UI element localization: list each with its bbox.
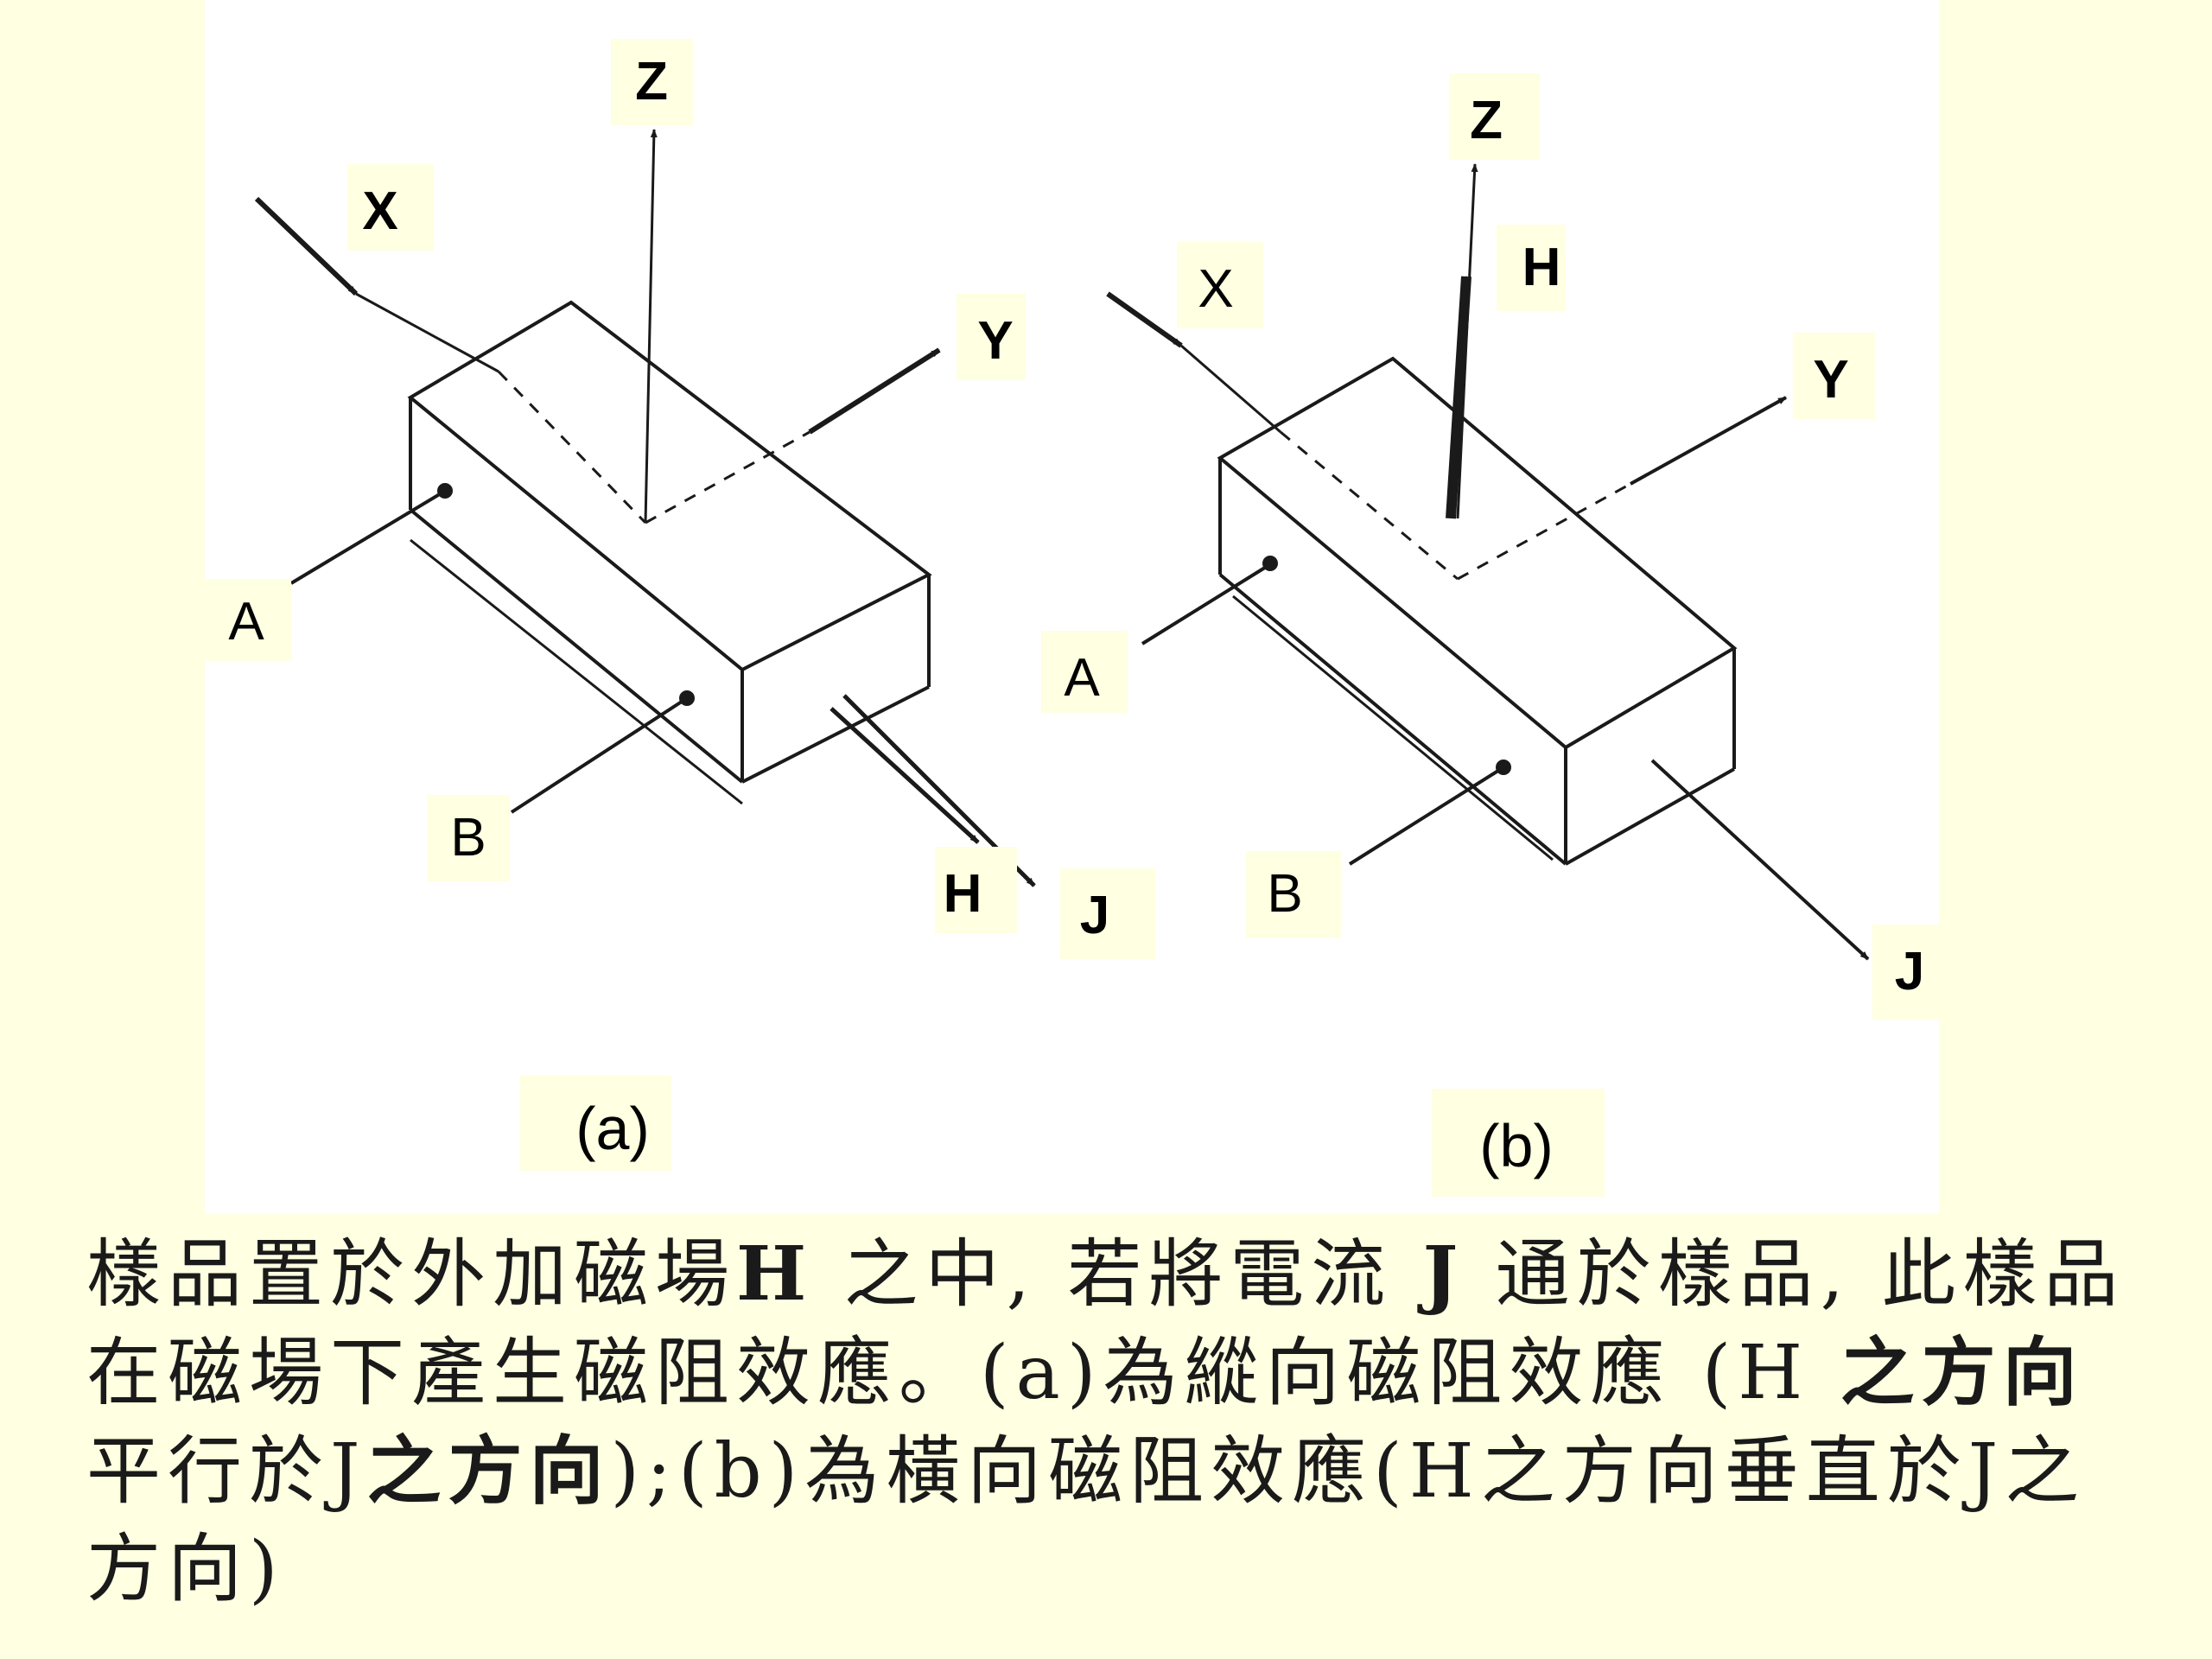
axis-y-label: Y — [977, 311, 1013, 371]
field-h-label: H — [1522, 238, 1561, 297]
axis-x-label: X — [362, 181, 397, 241]
contact-a-dot — [437, 483, 453, 499]
sample-top-face — [407, 300, 932, 672]
sample-inner-edge — [1232, 594, 1554, 861]
contact-b-lead — [510, 698, 686, 814]
hidden-x-axis — [1280, 430, 1459, 581]
figure: Z X Y A B H J (a) — [205, 0, 1939, 1214]
caption-j-symbol: J — [1422, 1230, 1465, 1318]
caption-bold-text: 之方向 — [1840, 1329, 2084, 1416]
sample-edge — [409, 508, 744, 784]
x-axis-arrow — [254, 196, 359, 296]
contact-b-lead — [1348, 767, 1503, 866]
sample-top-face — [1217, 356, 1738, 750]
contact-b-label: B — [450, 808, 486, 868]
contact-a-label: A — [1064, 648, 1100, 708]
h-arrow — [830, 707, 980, 844]
contact-b-dot — [1496, 760, 1511, 775]
sample-inner-edge — [410, 538, 743, 805]
contact-a-dot — [1262, 556, 1278, 571]
y-axis-arrow — [808, 347, 941, 435]
panel-b — [1106, 163, 1870, 961]
axis-y-label: Y — [1813, 350, 1848, 410]
contact-b-label: B — [1267, 864, 1302, 924]
contact-b-dot — [679, 690, 695, 706]
x-axis-arrow — [1106, 291, 1183, 348]
z-axis-arrow — [644, 129, 658, 524]
hidden-y-axis — [1457, 482, 1631, 581]
caption-h-symbol: H — [736, 1230, 814, 1318]
hidden-y-axis — [645, 430, 810, 524]
hidden-x-axis — [497, 370, 647, 524]
x-axis-line — [1180, 344, 1281, 434]
caption-text: 之中, 若將電流 — [813, 1231, 1423, 1318]
contact-a-label: A — [228, 592, 264, 652]
magnetoresistance-diagram: Z X Y A B H J (a) — [205, 39, 1939, 1197]
panel-b-caption-label: (b) — [1479, 1112, 1554, 1179]
panel-a-labels: Z X Y A B H J (a) — [205, 39, 1155, 1171]
sample-edge — [741, 685, 930, 784]
panel-a-caption-label: (a) — [575, 1095, 650, 1162]
sample-edge — [1565, 767, 1735, 866]
x-axis-line — [355, 292, 499, 373]
contact-a-lead — [1141, 564, 1269, 645]
caption-text: 樣品置於外加磁場 — [86, 1231, 736, 1318]
sample-edge — [1218, 573, 1567, 866]
caption-text: );(b)為橫向磁阻效應(H之方向垂直於J之方向) — [86, 1428, 2087, 1612]
panel-a — [254, 129, 1036, 887]
caption-text: 通於樣品, 此樣品在磁場下產生磁阻效應。(a)為縱向磁阻效應 (H — [86, 1231, 2126, 1416]
y-axis-arrow — [1630, 396, 1787, 486]
caption-text: 平行於J — [86, 1428, 367, 1515]
caption-bold-text: 之方向 — [366, 1427, 611, 1515]
current-j-label: J — [1080, 886, 1109, 945]
axis-z-label: Z — [1470, 91, 1503, 150]
current-j-label: J — [1895, 942, 1924, 1001]
h-arrow — [1446, 276, 1471, 519]
contact-a-lead — [289, 491, 444, 585]
panel-b-labels: Z H X Y A B J (b) — [1041, 73, 1939, 1197]
figure-caption: 樣品置於外加磁場H 之中, 若將電流 J 通於樣品, 此樣品在磁場下產生磁阻效應… — [86, 1225, 2143, 1618]
axis-x-label: X — [1198, 259, 1233, 319]
axis-z-label: Z — [635, 52, 668, 111]
field-h-label: H — [944, 864, 982, 924]
j-arrow — [1650, 759, 1870, 961]
